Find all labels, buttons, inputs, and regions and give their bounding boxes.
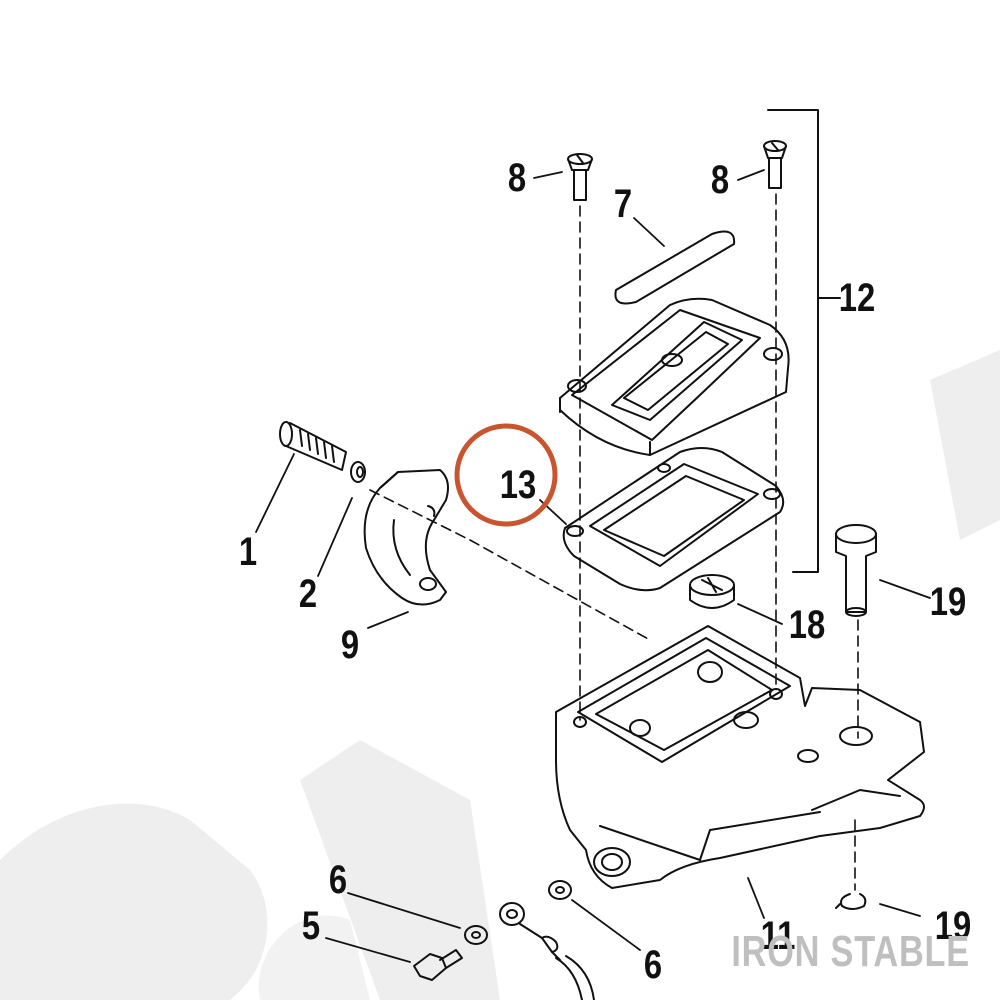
crush-washer-left [464,925,488,945]
banjo-bolt [413,949,463,981]
gasket-strip [614,230,736,305]
screw-right [763,140,787,189]
callout-18: 18 [788,603,826,647]
callout-6-bottom: 6 [643,943,663,987]
callout-6-top: 6 [328,858,348,902]
callout-8-right: 8 [710,158,730,202]
washer [350,461,366,483]
callout-19-bottom: 19 [934,904,972,948]
leader-lines [255,169,931,963]
callout-9: 9 [340,623,360,667]
reservoir-gasket [562,447,785,592]
highlight-circle [454,423,558,527]
callout-12: 12 [838,276,876,320]
callout-7: 7 [613,182,633,226]
assembly-bracket [767,109,819,573]
callout-19-top: 19 [929,580,967,624]
reservoir-plug [689,574,735,609]
callout-5: 5 [301,904,321,948]
alignment-lines [369,193,859,891]
brake-line [499,902,595,1001]
callout-13: 13 [499,463,537,507]
reservoir-cover [559,297,790,456]
watermark-graphic [0,350,1000,1000]
callout-11: 11 [760,914,796,958]
pivot-pin [835,524,877,617]
retaining-clip [835,893,867,910]
callout-2: 2 [298,572,318,616]
crush-washer-right [548,880,572,900]
bolt [279,421,347,471]
handlebar-clamp [363,469,449,606]
master-cylinder-body [555,625,925,889]
brand-logo-text: IRON STABLE [731,927,970,976]
screw-left [567,153,593,201]
callout-1: 1 [238,530,258,574]
callout-8-left: 8 [507,156,527,200]
